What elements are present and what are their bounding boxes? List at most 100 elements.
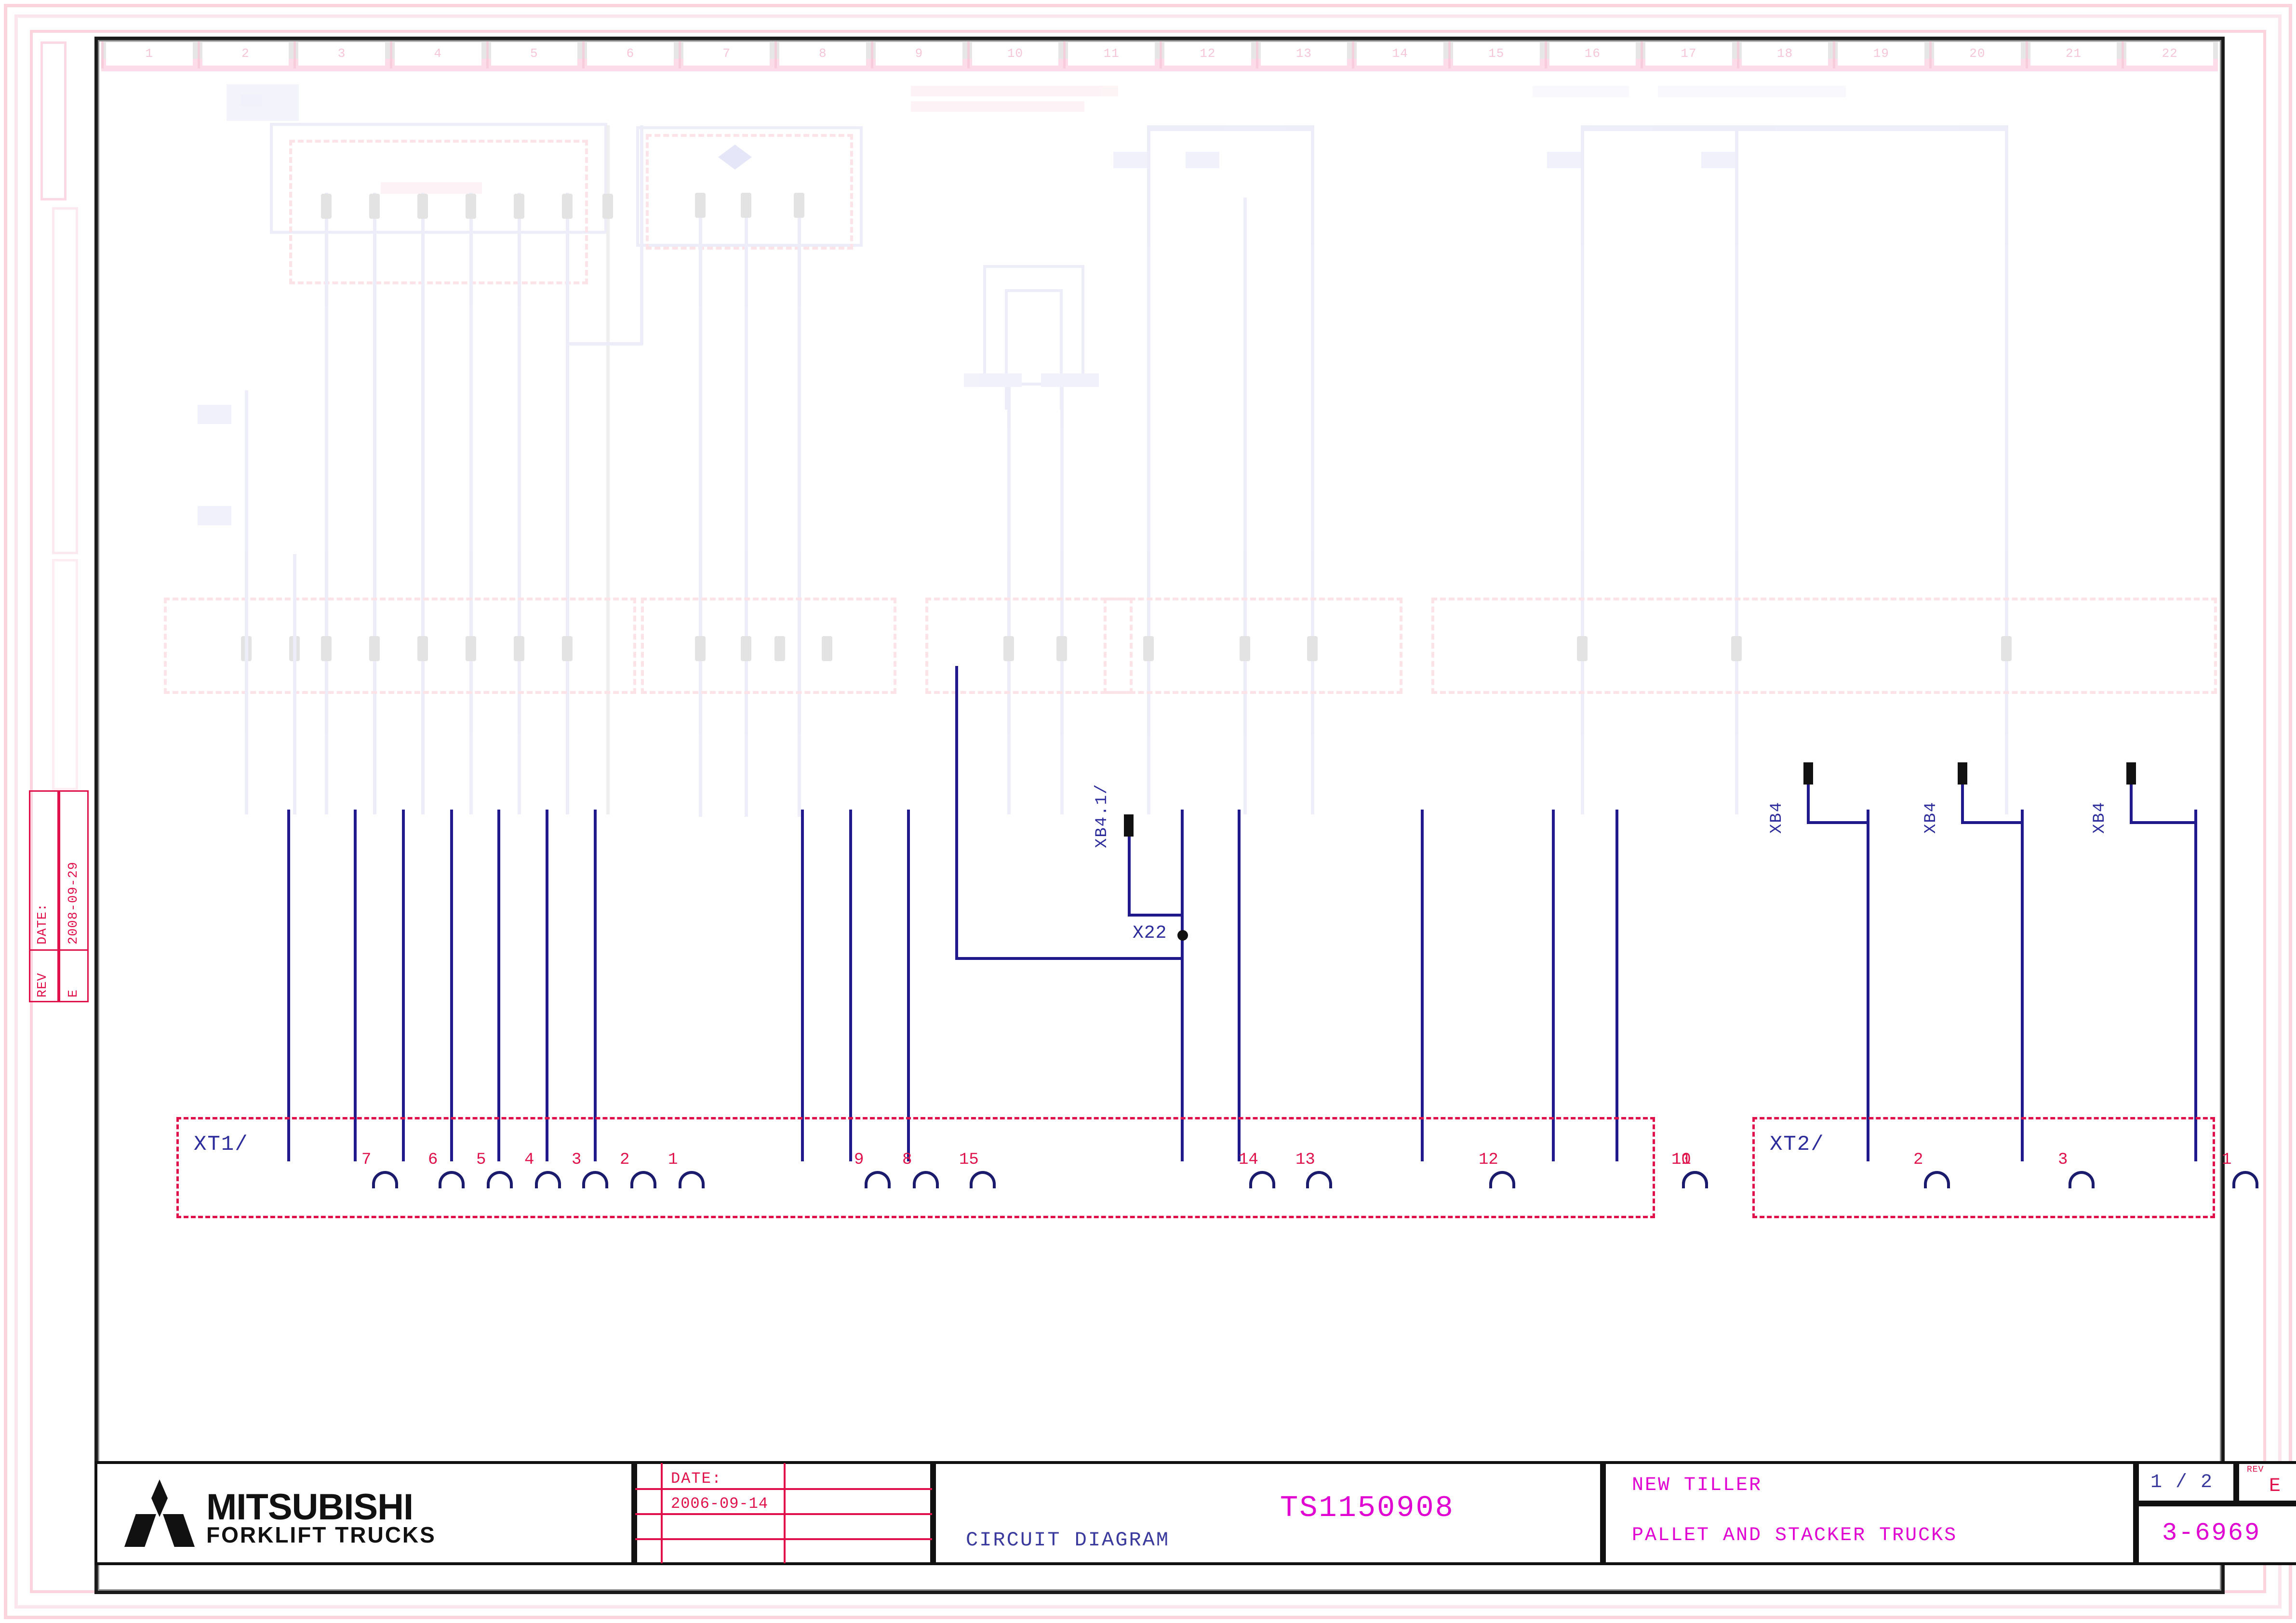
ruler-divider bbox=[1352, 41, 1355, 68]
ruler-divider bbox=[2025, 41, 2028, 68]
terminal-number: 9 bbox=[854, 1151, 864, 1169]
xb4-stub-icon bbox=[1958, 762, 1967, 785]
runwire-xt1-11 bbox=[1552, 810, 1555, 1161]
pin-icon bbox=[466, 636, 476, 661]
terminal-fork-icon bbox=[439, 1171, 465, 1188]
terminal-number: 2 bbox=[620, 1151, 630, 1169]
runwire-xt1-7 bbox=[287, 810, 290, 1161]
ruler-cell bbox=[1838, 42, 1925, 66]
ruler-divider bbox=[967, 41, 970, 68]
terminal-fork-icon bbox=[372, 1171, 398, 1188]
ruler-cell bbox=[491, 42, 578, 66]
wire-a-left1 bbox=[245, 390, 248, 814]
ruler-column-number: 8 bbox=[818, 46, 827, 61]
wire-a-jog-v bbox=[640, 125, 643, 345]
drawing-title: CIRCUIT DIAGRAM bbox=[966, 1529, 1170, 1552]
sym-e1 bbox=[1547, 152, 1581, 168]
terminal-number: 11 bbox=[1671, 1151, 1691, 1169]
ruler-divider bbox=[871, 41, 874, 68]
wire-c1 bbox=[1007, 381, 1011, 814]
ruler-divider bbox=[678, 41, 681, 68]
outer-frame-2 bbox=[14, 14, 2282, 1609]
wire-e-mid bbox=[1735, 125, 1738, 202]
terminal-fork-icon bbox=[1249, 1171, 1275, 1188]
xb4-label-3: XB4 bbox=[2091, 801, 2109, 834]
ruler-column-number: 10 bbox=[1007, 46, 1024, 61]
ruler-cell bbox=[1260, 42, 1348, 66]
ruler-column-number: 13 bbox=[1295, 46, 1312, 61]
ruler-cell bbox=[2030, 42, 2117, 66]
wire-d3 bbox=[1311, 198, 1314, 814]
terminal-block-xt2 bbox=[1752, 1117, 2215, 1218]
pin-icon bbox=[2001, 636, 2012, 661]
ruler-cell bbox=[1645, 42, 1732, 66]
runwire-xt2-2 bbox=[1867, 810, 1869, 1161]
runwire-xt1-15 bbox=[907, 810, 910, 1161]
terminal-block-xt1-label: XT1/ bbox=[194, 1132, 249, 1157]
ruler-column-number: 18 bbox=[1777, 46, 1793, 61]
ruler-cell bbox=[106, 42, 193, 66]
wire-e1 bbox=[1581, 198, 1584, 814]
brand-subtitle: FORKLIFT TRUCKS bbox=[206, 1522, 436, 1547]
wire-b3 bbox=[798, 195, 801, 817]
terminal-fork-icon bbox=[970, 1171, 996, 1188]
pin-icon bbox=[562, 194, 573, 219]
ruler-column-number: 5 bbox=[530, 46, 538, 61]
ruler-cell bbox=[2126, 42, 2213, 66]
rev-header: REV bbox=[2247, 1465, 2264, 1475]
block-a-header bbox=[227, 84, 299, 121]
rev-cell bbox=[2236, 1461, 2296, 1503]
pin-icon bbox=[822, 636, 832, 661]
ruler-cell bbox=[298, 42, 385, 66]
pin-icon bbox=[1240, 636, 1250, 661]
sheet-cell bbox=[2136, 1461, 2236, 1503]
ruler-column-number: 14 bbox=[1392, 46, 1408, 61]
product-line-2: PALLET AND STACKER TRUCKS bbox=[1632, 1525, 1958, 1546]
xt2-name: XT2 bbox=[1770, 1132, 1811, 1157]
runwire-xt1-14 bbox=[1181, 810, 1184, 1161]
revision-strip-rev-header: REV bbox=[36, 972, 50, 998]
ruler-cell bbox=[972, 42, 1059, 66]
pin-icon bbox=[321, 194, 332, 219]
xb4-stub-icon bbox=[2126, 762, 2136, 785]
sheet-number: 1 / 2 bbox=[2150, 1472, 2214, 1493]
ruler-divider bbox=[1641, 41, 1643, 68]
terminal-block-xt1 bbox=[176, 1117, 1655, 1218]
ruler-column-number: 1 bbox=[145, 46, 154, 61]
revision-strip-date-header: DATE: bbox=[36, 903, 50, 945]
sym-c-label bbox=[964, 373, 1022, 387]
wire-a-left2 bbox=[293, 554, 296, 814]
ruler-cell bbox=[1549, 42, 1636, 66]
terminal-number: 14 bbox=[1239, 1151, 1258, 1169]
ruler-divider bbox=[486, 41, 489, 68]
ruler-cell bbox=[876, 42, 962, 66]
terminal-number: 1 bbox=[668, 1151, 678, 1169]
revision-strip-rev-value: E bbox=[67, 989, 81, 998]
block-b-outline bbox=[636, 126, 863, 247]
revision-table-hline-1 bbox=[635, 1488, 932, 1490]
ruler-column-number: 17 bbox=[1681, 46, 1697, 61]
wire-a2 bbox=[373, 193, 376, 814]
terminal-number: 15 bbox=[959, 1151, 979, 1169]
outer-frame-1 bbox=[4, 4, 2292, 1619]
terminal-fork-icon bbox=[1306, 1171, 1332, 1188]
mitsubishi-three-diamonds-icon bbox=[123, 1479, 196, 1547]
runwire-xt1-12 bbox=[1421, 810, 1424, 1161]
xt1-15-horiz bbox=[955, 957, 1182, 960]
ruler-divider bbox=[1448, 41, 1451, 68]
runwire-xt1-3 bbox=[497, 810, 500, 1161]
ruler-cell bbox=[1741, 42, 1829, 66]
logo-cell bbox=[94, 1461, 634, 1565]
wire-a6 bbox=[566, 193, 569, 814]
pin-icon bbox=[695, 193, 706, 218]
runwire-xt1-13 bbox=[1238, 810, 1241, 1161]
block-b-dashed bbox=[646, 134, 853, 250]
terminal-number: 12 bbox=[1479, 1151, 1498, 1169]
pin-icon bbox=[369, 636, 380, 661]
xt1-15-riser bbox=[955, 666, 958, 960]
runwire-xt1-1 bbox=[594, 810, 597, 1161]
drawing-title-cell bbox=[933, 1461, 1603, 1565]
x22-label: X22 bbox=[1133, 923, 1167, 944]
runwire-xt1-10 bbox=[1615, 810, 1618, 1161]
